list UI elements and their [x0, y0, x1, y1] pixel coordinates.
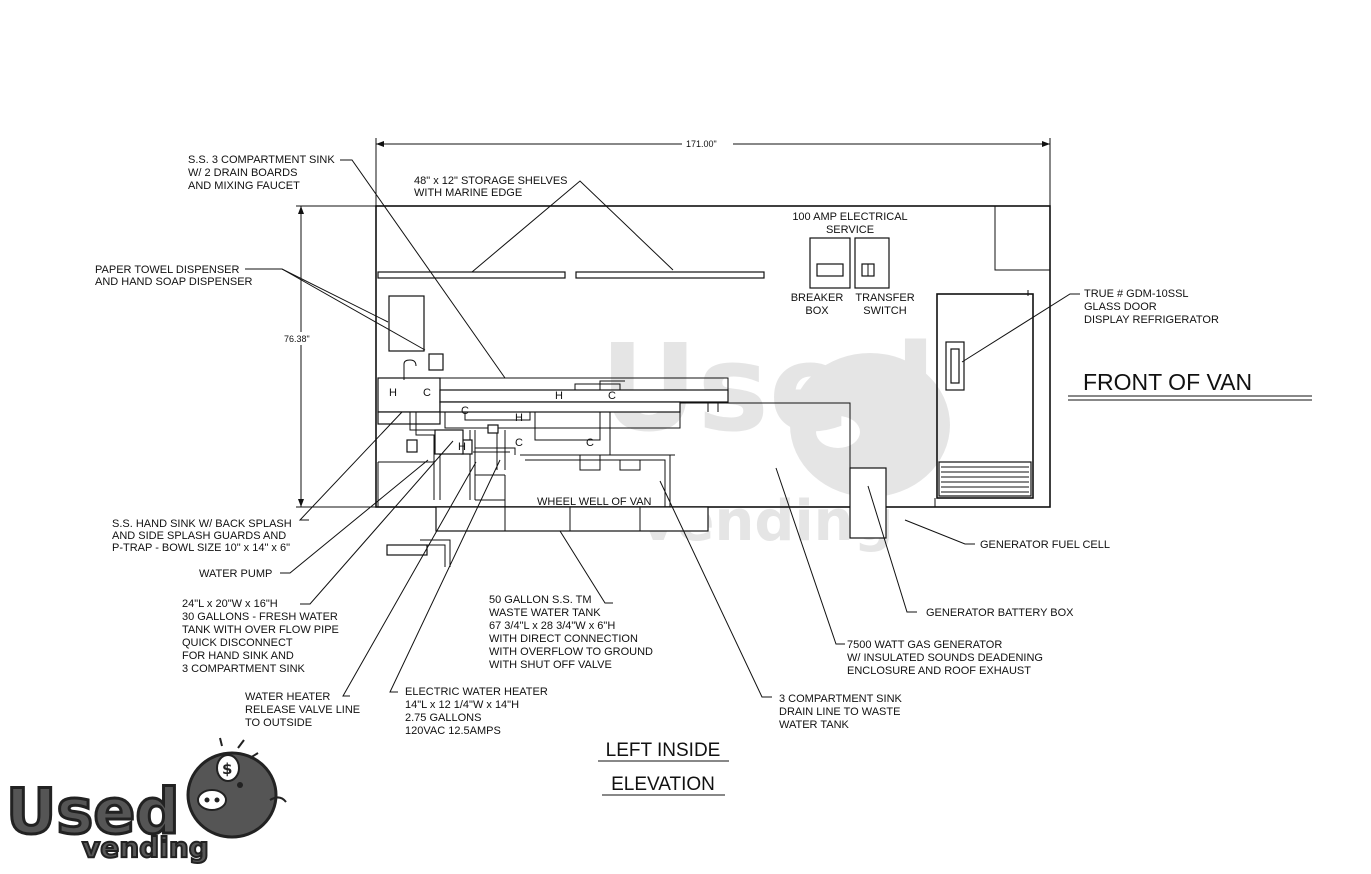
cold-marker-2: C [515, 437, 523, 449]
paper-towel-dispenser [388, 295, 444, 371]
cold-marker-1: C [461, 405, 469, 417]
heater-valve-line2: RELEASE VALVE LINE [245, 704, 360, 716]
battery-line1: GENERATOR BATTERY BOX [926, 607, 1074, 619]
dollar-sign: $ [222, 760, 232, 778]
callout-generator: 7500 WATT GAS GENERATOR W/ INSULATED SOU… [847, 639, 1043, 677]
height-dimension: 76.38" [284, 205, 376, 508]
hand-sink-line3: P-TRAP - BOWL SIZE 10" x 14" x 6" [112, 542, 290, 554]
hot-cold-markers: H C C H H C C C H WHEEL WELL OF VAN [389, 387, 652, 508]
callout-drain-line: 3 COMPARTMENT SINK DRAIN LINE TO WASTE W… [779, 693, 903, 731]
elevation-title-line1: LEFT INSIDE [606, 740, 721, 761]
breaker-line1: BREAKER [791, 292, 844, 304]
fresh-tank-line6: 3 COMPARTMENT SINK [182, 663, 306, 675]
fridge-line3: DISPLAY REFRIGERATOR [1084, 314, 1219, 326]
shelves-line1: 48" x 12" STORAGE SHELVES [414, 175, 568, 187]
breaker-line2: BOX [805, 305, 829, 317]
storage-shelves [377, 271, 765, 279]
heater-valve-line3: TO OUTSIDE [245, 717, 312, 729]
callout-heater-valve: WATER HEATER RELEASE VALVE LINE TO OUTSI… [245, 691, 360, 729]
callout-waste-tank: 50 GALLON S.S. TM WASTE WATER TANK 67 3/… [489, 594, 653, 671]
sink3-line1: S.S. 3 COMPARTMENT SINK [188, 154, 335, 166]
electrical-panels [809, 237, 890, 289]
hot-marker-heater: H [458, 441, 466, 453]
fresh-tank-line1: 24"L x 20"W x 16"H [182, 598, 278, 610]
fuel-line1: GENERATOR FUEL CELL [980, 539, 1110, 551]
waste-tank-line3: 67 3/4"L x 28 3/4"W x 6"H [489, 620, 615, 632]
callout-battery: GENERATOR BATTERY BOX [926, 607, 1074, 619]
callout-fresh-tank: 24"L x 20"W x 16"H 30 GALLONS - FRESH WA… [182, 598, 339, 675]
elec-heater-line1: ELECTRIC WATER HEATER [405, 686, 548, 698]
hot-marker-3comp: H [555, 390, 563, 402]
generator-line3: ENCLOSURE AND ROOF EXHAUST [847, 665, 1031, 677]
refrigerator-grille [938, 461, 1032, 497]
sink3-line2: W/ 2 DRAIN BOARDS [188, 167, 297, 179]
elevation-title-line2: ELEVATION [611, 774, 715, 795]
fresh-tank-line3: TANK WITH OVER FLOW PIPE [182, 624, 339, 636]
height-label: 76.38" [284, 334, 310, 344]
elec-heater-line3: 2.75 GALLONS [405, 712, 481, 724]
electrical-line1: 100 AMP ELECTRICAL [792, 211, 907, 223]
callout-fuel: GENERATOR FUEL CELL [980, 539, 1110, 551]
shelves-line2: WITH MARINE EDGE [414, 187, 522, 199]
callout-shelves: 48" x 12" STORAGE SHELVES WITH MARINE ED… [414, 175, 568, 199]
waste-tank-line5: WITH OVERFLOW TO GROUND [489, 646, 653, 658]
waste-tank-line2: WASTE WATER TANK [489, 607, 601, 619]
transfer-line1: TRANSFER [855, 292, 914, 304]
callout-hand-sink: S.S. HAND SINK W/ BACK SPLASH AND SIDE S… [112, 518, 292, 554]
cold-marker-3comp: C [608, 390, 616, 402]
fresh-tank-line4: QUICK DISCONNECT [182, 637, 293, 649]
leader-lines [245, 159, 1080, 698]
sink3-line3: AND MIXING FAUCET [188, 180, 300, 192]
cold-marker-hand-sink: C [423, 387, 431, 399]
logo-used-text: Used [6, 775, 180, 848]
fresh-tank-line5: FOR HAND SINK AND [182, 650, 294, 662]
fridge-line2: GLASS DOOR [1084, 301, 1157, 313]
used-vending-logo: $ Used vending [5, 737, 287, 865]
electrical-line2: SERVICE [826, 224, 874, 236]
front-of-van-heading: FRONT OF VAN [1068, 369, 1312, 401]
callout-elec-heater: ELECTRIC WATER HEATER 14"L x 12 1/4"W x … [405, 686, 548, 737]
water-pump-line1: WATER PUMP [199, 568, 272, 580]
length-label: 171.00" [686, 139, 717, 149]
paper-towel-line1: PAPER TOWEL DISPENSER [95, 264, 240, 276]
logo-vending-text: vending [82, 831, 209, 864]
cold-marker-3: C [586, 437, 594, 449]
fresh-tank-line2: 30 GALLONS - FRESH WATER [182, 611, 338, 623]
elec-heater-line4: 120VAC 12.5AMPS [405, 725, 501, 737]
hand-sink-line2: AND SIDE SPLASH GUARDS AND [112, 530, 286, 542]
generator-line2: W/ INSULATED SOUNDS DEADENING [847, 652, 1043, 664]
drain-line-line2: DRAIN LINE TO WASTE [779, 706, 900, 718]
elec-heater-line2: 14"L x 12 1/4"W x 14"H [405, 699, 519, 711]
callout-water-pump: WATER PUMP [199, 568, 272, 580]
paper-towel-line2: AND HAND SOAP DISPENSER [95, 276, 253, 288]
waste-tank-line1: 50 GALLON S.S. TM [489, 594, 592, 606]
drain-line-line3: WATER TANK [779, 719, 850, 731]
wheel-well-label: WHEEL WELL OF VAN [537, 496, 652, 508]
fridge-line1: TRUE # GDM-10SSL [1084, 288, 1189, 300]
waste-tank-line6: WITH SHUT OFF VALVE [489, 659, 612, 671]
piggy-bank-icon: $ [186, 737, 287, 839]
callout-electrical: 100 AMP ELECTRICAL SERVICE BREAKER BOX T… [791, 211, 915, 317]
callout-fridge: TRUE # GDM-10SSL GLASS DOOR DISPLAY REFR… [1084, 288, 1219, 326]
glass-door-refrigerator [936, 290, 1034, 499]
heater-valve-line1: WATER HEATER [245, 691, 330, 703]
waste-water-tank [386, 506, 709, 567]
van-interior-outline [375, 205, 1051, 508]
sink-assembly [377, 359, 729, 507]
length-dimension: 171.00" [375, 138, 1051, 208]
front-of-van-text: FRONT OF VAN [1083, 369, 1252, 395]
callout-paper-towel: PAPER TOWEL DISPENSER AND HAND SOAP DISP… [95, 264, 253, 288]
drain-line-line1: 3 COMPARTMENT SINK [779, 693, 903, 705]
hand-sink-line1: S.S. HAND SINK W/ BACK SPLASH [112, 518, 292, 530]
elevation-title: LEFT INSIDE ELEVATION [598, 740, 729, 796]
callout-sink3: S.S. 3 COMPARTMENT SINK W/ 2 DRAIN BOARD… [188, 154, 335, 192]
hot-marker-hand-sink: H [389, 387, 397, 399]
generator-line1: 7500 WATT GAS GENERATOR [847, 639, 1002, 651]
transfer-line2: SWITCH [863, 305, 906, 317]
waste-tank-line4: WITH DIRECT CONNECTION [489, 633, 638, 645]
hot-marker-1: H [515, 412, 523, 424]
